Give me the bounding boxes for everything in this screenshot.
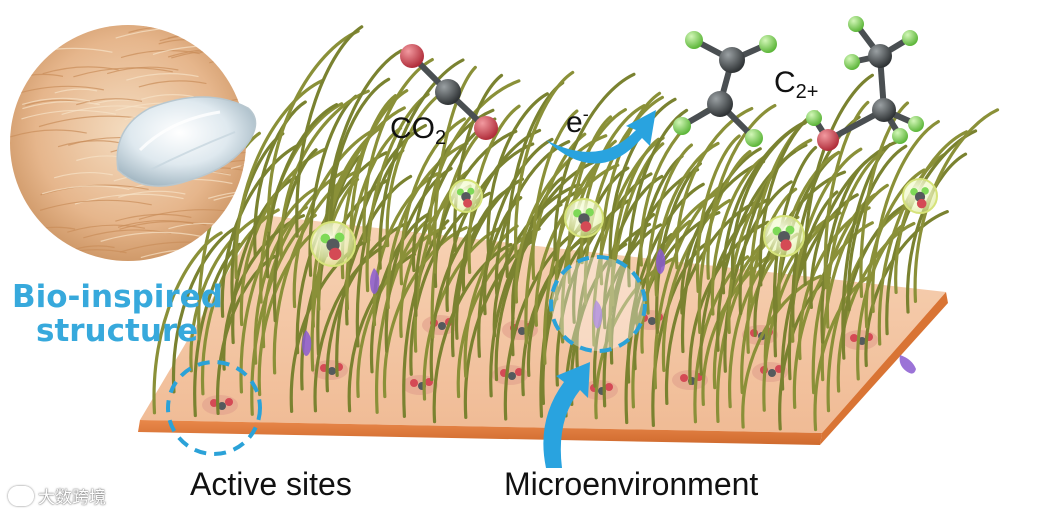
electron-label: e- (566, 104, 589, 140)
electron-label-sup: - (582, 104, 589, 124)
microenvironment-label: Microenvironment (504, 466, 759, 502)
zoom-arrow (543, 362, 590, 468)
watermark-text: 大数跨境 (38, 488, 106, 508)
co2-label-sub: 2 (435, 127, 447, 149)
molecule-bubbles (310, 178, 938, 267)
c2-label-main: C (774, 66, 796, 99)
co2-label: CO2 (390, 112, 446, 150)
c2-label-sub: 2+ (795, 81, 819, 103)
bio-inspired-label: Bio-inspired structure (12, 280, 223, 348)
co2-molecule (400, 44, 498, 140)
hair-array (152, 25, 1000, 432)
purple-molecules (302, 248, 916, 374)
electron-label-main: e (566, 106, 583, 139)
reaction-arrow (546, 110, 656, 164)
ethylene-molecule (673, 31, 777, 147)
active-sites-label: Active sites (190, 466, 352, 502)
microenvironment-dashed-circle (549, 255, 647, 353)
ethanol-molecule (806, 16, 924, 151)
watermark-logo-icon (8, 486, 34, 506)
co2-label-main: CO (390, 112, 435, 145)
c2-products-label: C2+ (774, 66, 818, 104)
watermark: 大数跨境 (8, 483, 106, 508)
bio-inspired-line1: Bio-inspired (12, 279, 223, 315)
active-sites-dashed-circle (166, 360, 262, 456)
bio-inspired-line2: structure (36, 313, 199, 349)
